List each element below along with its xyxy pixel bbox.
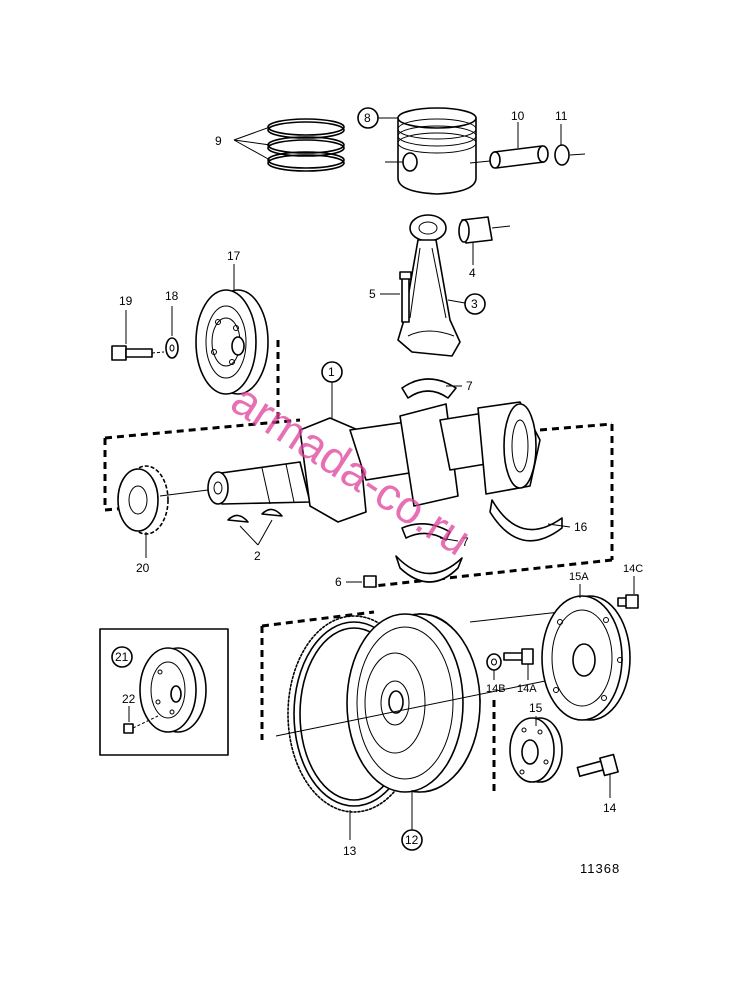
rod-bolt — [399, 271, 412, 323]
label-22: 22 — [122, 692, 136, 706]
timing-gear — [117, 465, 209, 558]
rod-nut — [346, 575, 377, 588]
label-13: 13 — [343, 844, 357, 858]
label-11: 11 — [555, 109, 568, 123]
label-14C: 14C — [623, 563, 643, 575]
label-3: 3 — [471, 297, 478, 311]
small-end-bushing — [458, 216, 511, 265]
crankshaft-assembly-outline — [103, 340, 614, 588]
inset-box — [99, 628, 229, 756]
axis-line — [275, 679, 551, 737]
label-18: 18 — [165, 289, 179, 303]
label-12: 12 — [405, 833, 419, 847]
connecting-rod — [397, 214, 461, 357]
crankshaft — [207, 401, 541, 523]
adapter-plate — [541, 584, 631, 721]
piston-rings — [267, 118, 345, 172]
label-21: 21 — [115, 650, 129, 664]
label-1: 1 — [328, 365, 335, 379]
pulley-bolt — [111, 310, 165, 361]
label-7a: 7 — [466, 379, 473, 393]
label-19: 19 — [119, 294, 133, 308]
label-7b: 7 — [462, 535, 469, 549]
woodruff-keys — [227, 508, 283, 546]
piston-pin — [469, 145, 549, 169]
label-2: 2 — [254, 549, 261, 563]
bearing-shell-upper — [401, 378, 462, 399]
screw-14c — [617, 576, 639, 609]
label-10: 10 — [511, 109, 525, 123]
callout-circle-12 — [401, 829, 423, 851]
washer — [165, 306, 179, 359]
label-14B: 14B — [486, 683, 506, 695]
bolt-14a — [503, 648, 534, 680]
label-15: 15 — [529, 701, 543, 715]
label-14A: 14A — [517, 683, 537, 695]
label-9: 9 — [215, 134, 222, 148]
label-8: 8 — [364, 111, 371, 125]
flywheel — [346, 613, 481, 830]
label-15A: 15A — [569, 571, 589, 583]
drawing-code: 11368 — [580, 861, 620, 876]
label-20: 20 — [136, 561, 150, 575]
leader-9 — [233, 126, 271, 161]
main-bearing-shell — [489, 499, 571, 542]
label-5: 5 — [369, 287, 376, 301]
label-6: 6 — [335, 575, 342, 589]
circlip — [554, 144, 586, 166]
washer-14b — [486, 653, 502, 680]
crankshaft-pulley — [195, 289, 269, 395]
label-17: 17 — [227, 249, 241, 263]
callout-circle-21 — [111, 646, 133, 668]
callout-circle-3 — [464, 293, 486, 315]
rod-cap — [395, 523, 463, 583]
drive-hub — [509, 716, 563, 783]
flywheel-assembly-outline — [260, 610, 496, 792]
label-16: 16 — [574, 520, 588, 534]
label-14: 14 — [603, 801, 617, 815]
hub-bolt — [576, 753, 619, 798]
label-4: 4 — [469, 266, 476, 280]
piston — [385, 107, 477, 195]
